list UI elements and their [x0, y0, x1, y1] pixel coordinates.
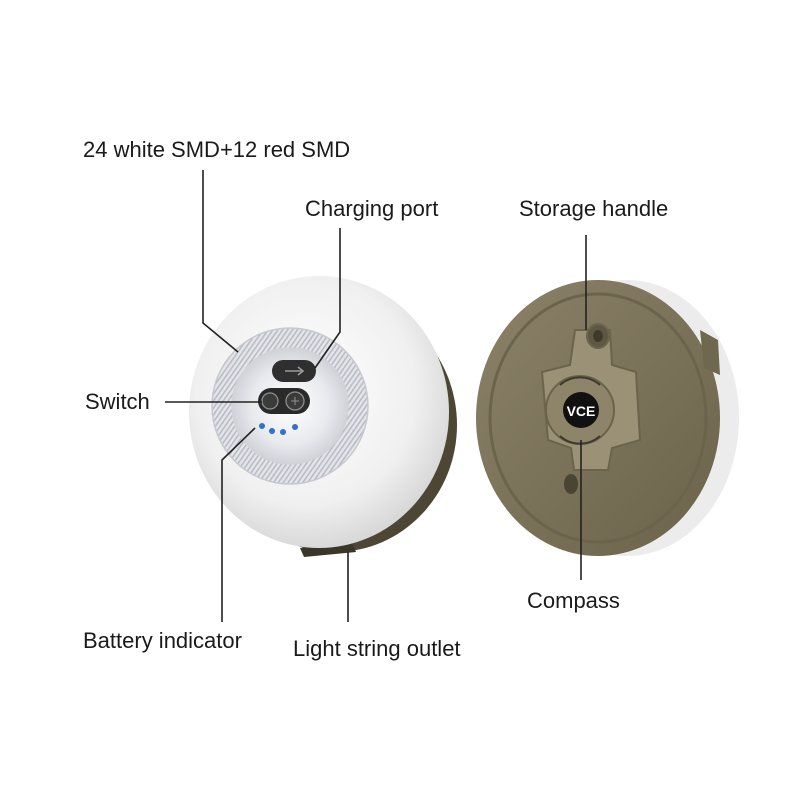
storage-handle-hole	[593, 330, 603, 342]
label-compass: Compass	[527, 588, 620, 613]
vce-logo-text: VCE	[567, 403, 596, 419]
back-plate-groove	[488, 292, 708, 544]
lower-slot	[564, 474, 578, 494]
vce-logo	[563, 392, 599, 428]
label-leds: 24 white SMD+12 red SMD	[83, 137, 351, 162]
battery-indicator-dots	[259, 423, 298, 435]
leader-line-battery-indicator	[221, 427, 256, 622]
bulb-icon	[261, 392, 279, 410]
mode-icon-cross	[291, 397, 299, 405]
rotate-arrow-icon	[559, 435, 601, 445]
usb-icon	[285, 366, 305, 376]
indicator-dot	[259, 423, 265, 429]
leader-line-charging-port	[314, 228, 341, 369]
rotate-arrow-icon	[559, 376, 601, 386]
indicator-dot	[280, 429, 286, 435]
indicator-dot	[269, 428, 275, 434]
indicator-dot	[292, 424, 298, 430]
label-storage-handle: Storage handle	[519, 196, 669, 221]
label-battery-indicator: Battery indicator	[83, 628, 242, 653]
back-rim-tab	[700, 330, 720, 375]
label-charging-port: Charging port	[305, 196, 439, 221]
label-light-string-outlet: Light string outlet	[293, 636, 461, 661]
leader-line-leds	[202, 170, 239, 353]
leader-lines	[165, 170, 587, 622]
label-switch: Switch	[85, 389, 150, 414]
front-light	[189, 276, 457, 557]
back-view: VCE	[476, 280, 739, 556]
